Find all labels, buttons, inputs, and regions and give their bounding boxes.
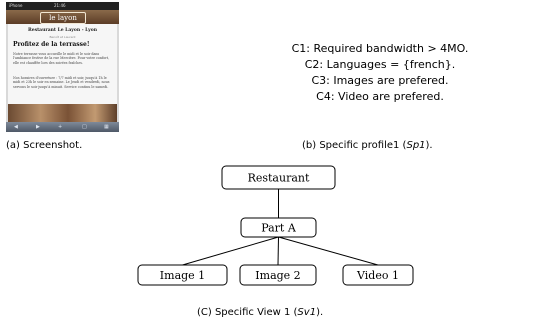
bookmarks-icon[interactable]: □ bbox=[82, 124, 87, 130]
caption-view-prefix: (C) Specific View 1 ( bbox=[197, 307, 298, 318]
header-banner bbox=[6, 10, 119, 24]
restaurant-title: Restaurant Le Layon - Lyon bbox=[27, 28, 98, 33]
caption-view-suffix: ). bbox=[316, 307, 324, 318]
terrace-photo bbox=[8, 104, 117, 122]
node-image2-label: Image 2 bbox=[255, 269, 300, 282]
carrier-label: iPhone bbox=[9, 3, 23, 8]
node-video1-label: Video 1 bbox=[356, 269, 399, 282]
node-image1-label: Image 1 bbox=[160, 269, 205, 282]
node-restaurant-label: Restaurant bbox=[248, 172, 310, 185]
pages-icon[interactable]: ▦ bbox=[104, 124, 109, 130]
status-time: 21:46 bbox=[54, 3, 66, 8]
caption-view: (C) Specific View 1 (Sv1). bbox=[197, 307, 323, 318]
back-arrow-icon[interactable]: ◀ bbox=[14, 124, 18, 130]
node-video1-box bbox=[342, 264, 414, 286]
node-image2-box bbox=[239, 264, 317, 286]
terrace-paragraph: Notre terrasse vous accueille le midi et… bbox=[13, 52, 110, 65]
caption-screenshot: (a) Screenshot. bbox=[6, 140, 83, 151]
browser-toolbar: ◀ ▶ + □ ▦ bbox=[6, 122, 119, 132]
caption-view-symbol: Sv1 bbox=[297, 307, 317, 318]
edge-parta-image2 bbox=[277, 236, 279, 266]
condition-c1: C1: Required bandwidth > 4MO. bbox=[291, 42, 469, 55]
caption-profile-suffix: ). bbox=[425, 140, 433, 151]
restaurant-subtitle: Benoît et Laurent bbox=[49, 35, 76, 39]
edge-parta-image1 bbox=[182, 236, 279, 266]
plus-icon[interactable]: + bbox=[58, 124, 63, 130]
node-restaurant-box bbox=[221, 165, 336, 190]
caption-profile-symbol: Sp1 bbox=[406, 140, 426, 151]
caption-profile: (b) Specific profile1 (Sp1). bbox=[302, 140, 433, 151]
condition-c2: C2: Languages = {french}. bbox=[304, 58, 456, 71]
caption-profile-prefix: (b) Specific profile1 ( bbox=[302, 140, 407, 151]
condition-c3: C3: Images are prefered. bbox=[311, 74, 449, 87]
node-image1-box bbox=[137, 264, 228, 286]
condition-c4: C4: Video are prefered. bbox=[316, 90, 444, 103]
status-bar: iPhone 21:46 bbox=[6, 2, 119, 10]
forward-arrow-icon[interactable]: ▶ bbox=[36, 124, 40, 130]
node-parta-box bbox=[240, 217, 317, 238]
terrace-heading: Profitez de la terrasse! bbox=[13, 41, 90, 48]
phone-screenshot: iPhone 21:46 le layon Restaurant Le Layo… bbox=[6, 2, 119, 132]
hours-paragraph: Nos horaires d'ouverture : 7/7 midi et s… bbox=[13, 76, 110, 89]
restaurant-logo[interactable]: le layon bbox=[40, 12, 86, 24]
node-parta-label: Part A bbox=[261, 222, 297, 235]
edge-parta-video1 bbox=[278, 236, 379, 266]
page-content: Restaurant Le Layon - Lyon Benoît et Lau… bbox=[8, 24, 117, 122]
